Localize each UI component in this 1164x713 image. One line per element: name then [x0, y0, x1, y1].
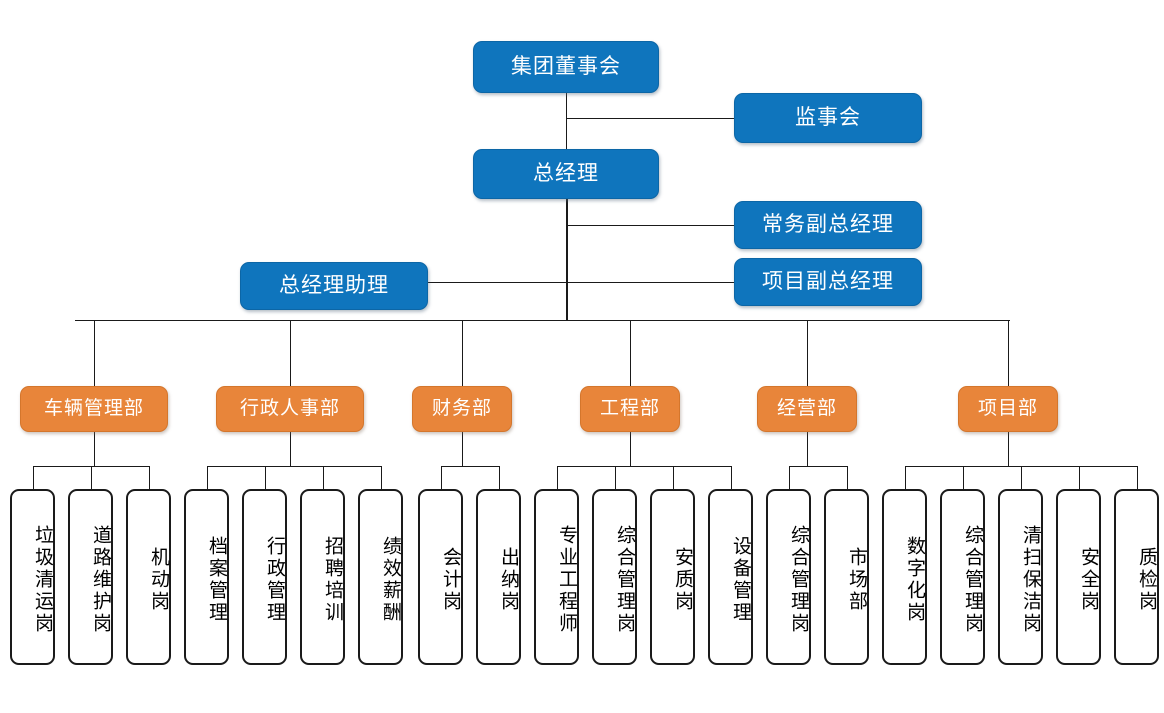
node-exec-deputy-gm[interactable]: 常务副总经理 [734, 201, 922, 249]
line-vehicle-management-stem [94, 432, 95, 466]
node-leaf-project-dept-4[interactable]: 质检岗 [1114, 489, 1159, 665]
line-main-bus [75, 320, 1010, 321]
node-leaf-admin-hr-2[interactable]: 招聘培训 [300, 489, 345, 665]
line-project-dept-stem [1008, 432, 1009, 466]
line-gm-to-exec-deputy [566, 225, 734, 226]
line-bus-to-admin-hr [290, 320, 291, 386]
node-leaf-engineering-0[interactable]: 专业工程师 [534, 489, 579, 665]
node-leaf-operations-0[interactable]: 综合管理岗 [766, 489, 811, 665]
line-bus-to-operations [807, 320, 808, 386]
line-admin-hr-leaf-0 [206, 466, 208, 489]
line-project-dept-leaf-2 [1020, 466, 1022, 489]
line-board-to-gm [566, 93, 567, 149]
node-leaf-finance-1[interactable]: 出纳岗 [476, 489, 521, 665]
node-leaf-engineering-3[interactable]: 设备管理 [708, 489, 753, 665]
node-leaf-vehicle-management-1[interactable]: 道路维护岗 [68, 489, 113, 665]
line-engineering-leaf-2 [672, 466, 674, 489]
line-engineering-leaf-1 [614, 466, 616, 489]
node-leaf-engineering-1[interactable]: 综合管理岗 [592, 489, 637, 665]
line-vehicle-management-leaf-2 [148, 466, 150, 489]
line-finance-leaf-1 [498, 466, 500, 489]
line-project-dept-leaf-0 [904, 466, 906, 489]
node-general-manager[interactable]: 总经理 [473, 149, 659, 199]
line-bus-to-engineering [630, 320, 631, 386]
node-leaf-finance-0[interactable]: 会计岗 [418, 489, 463, 665]
line-operations-stem [807, 432, 808, 466]
line-engineering-leaf-0 [556, 466, 558, 489]
node-gm-assistant[interactable]: 总经理助理 [240, 262, 428, 310]
node-supervisory[interactable]: 监事会 [734, 93, 922, 143]
line-gm-spine-lower [566, 199, 568, 320]
node-leaf-project-dept-2[interactable]: 清扫保洁岗 [998, 489, 1043, 665]
line-admin-hr-leaf-2 [322, 466, 324, 489]
line-finance-leaf-0 [440, 466, 442, 489]
line-bus-to-finance [462, 320, 463, 386]
line-vehicle-management-leaf-1 [90, 466, 92, 489]
line-project-dept-leaf-4 [1136, 466, 1138, 489]
node-leaf-admin-hr-1[interactable]: 行政管理 [242, 489, 287, 665]
line-operations-leaf-bus [788, 466, 847, 467]
node-leaf-vehicle-management-0[interactable]: 垃圾清运岗 [10, 489, 55, 665]
line-admin-hr-leaf-1 [264, 466, 266, 489]
line-operations-leaf-0 [788, 466, 790, 489]
line-bus-to-vehicle-management [94, 320, 95, 386]
node-project-deputy-gm[interactable]: 项目副总经理 [734, 258, 922, 306]
node-leaf-vehicle-management-2[interactable]: 机动岗 [126, 489, 171, 665]
line-bus-to-project-dept [1008, 320, 1009, 386]
node-leaf-operations-1[interactable]: 市场部 [824, 489, 869, 665]
line-admin-hr-leaf-bus [206, 466, 381, 467]
line-finance-leaf-bus [440, 466, 499, 467]
node-leaf-project-dept-3[interactable]: 安全岗 [1056, 489, 1101, 665]
node-board[interactable]: 集团董事会 [473, 41, 659, 93]
node-leaf-engineering-2[interactable]: 安质岗 [650, 489, 695, 665]
node-leaf-admin-hr-0[interactable]: 档案管理 [184, 489, 229, 665]
node-project-dept[interactable]: 项目部 [958, 386, 1058, 432]
node-engineering[interactable]: 工程部 [580, 386, 680, 432]
node-operations[interactable]: 经营部 [757, 386, 857, 432]
line-admin-hr-stem [290, 432, 291, 466]
line-engineering-leaf-3 [730, 466, 732, 489]
line-gm-to-project-deputy [428, 282, 734, 283]
node-leaf-project-dept-0[interactable]: 数字化岗 [882, 489, 927, 665]
line-engineering-leaf-bus [556, 466, 731, 467]
node-finance[interactable]: 财务部 [412, 386, 512, 432]
node-leaf-project-dept-1[interactable]: 综合管理岗 [940, 489, 985, 665]
line-project-dept-leaf-1 [962, 466, 964, 489]
line-vehicle-management-leaf-0 [32, 466, 34, 489]
line-operations-leaf-1 [846, 466, 848, 489]
node-vehicle-management[interactable]: 车辆管理部 [20, 386, 168, 432]
node-admin-hr[interactable]: 行政人事部 [216, 386, 364, 432]
line-engineering-stem [630, 432, 631, 466]
node-leaf-admin-hr-3[interactable]: 绩效薪酬 [358, 489, 403, 665]
line-admin-hr-leaf-3 [380, 466, 382, 489]
line-finance-stem [462, 432, 463, 466]
line-project-dept-leaf-3 [1078, 466, 1080, 489]
line-gm-to-supervisory [566, 118, 734, 119]
